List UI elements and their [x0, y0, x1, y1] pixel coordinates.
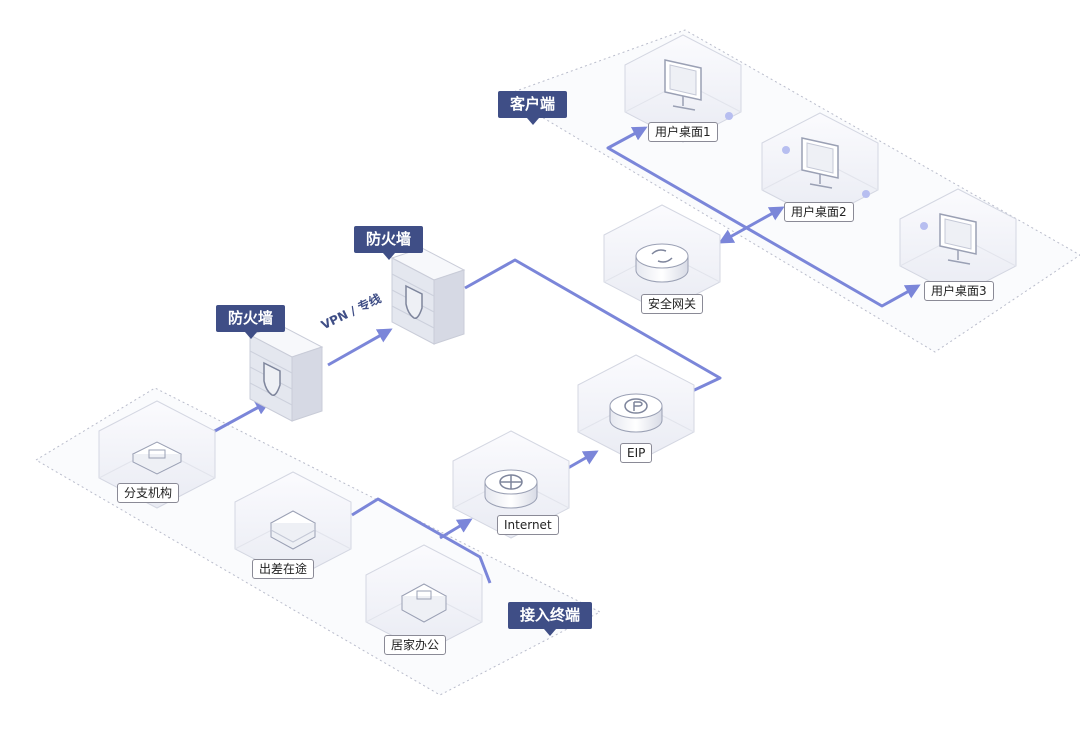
laptop-stack-icon — [269, 510, 317, 550]
internet-node — [452, 430, 570, 539]
internet-label: Internet — [497, 515, 559, 535]
desktop3-node — [899, 188, 1017, 297]
shield-icon — [263, 361, 281, 397]
ip-icon — [609, 393, 663, 433]
monitor-icon — [939, 213, 977, 265]
terminal-device-icon — [131, 441, 183, 475]
line-internet-eip — [567, 450, 599, 470]
client-zone-tag: 客户端 — [498, 91, 568, 125]
firewall-right-tag: 防火墙 — [354, 226, 424, 260]
desktop3-label: 用户桌面3 — [924, 281, 994, 301]
travel-node — [234, 471, 352, 580]
eip-node — [577, 354, 695, 463]
gateway-node — [603, 204, 721, 313]
firewall-left-tag: 防火墙 — [216, 305, 286, 339]
home-node — [365, 544, 483, 653]
branch-node — [98, 400, 216, 509]
desktop2-node — [761, 112, 879, 221]
home-device-icon — [400, 583, 448, 623]
connections — [212, 126, 921, 584]
line-branch-firewall — [212, 400, 271, 434]
branch-label: 分支机构 — [117, 483, 180, 503]
line-to-internet — [439, 518, 473, 540]
monitor-icon — [801, 137, 839, 189]
line-desktop1-desktop3 — [606, 126, 921, 308]
firewall-left — [248, 324, 324, 422]
line-travel-internet — [351, 497, 492, 584]
travel-label: 出差在途 — [252, 559, 315, 579]
shield-icon — [405, 284, 423, 320]
monitor-icon — [664, 59, 702, 111]
line-firewall-gateway — [464, 258, 722, 395]
desktop1-node — [624, 34, 742, 143]
desktop2-label: 用户桌面2 — [784, 202, 854, 222]
eip-label: EIP — [620, 443, 653, 463]
gateway-icon — [635, 243, 689, 283]
firewall-right — [390, 247, 466, 345]
globe-icon — [484, 469, 538, 509]
home-label: 居家办公 — [384, 635, 447, 655]
access-zone-tag: 接入终端 — [508, 602, 593, 636]
gateway-label: 安全网关 — [641, 294, 704, 314]
desktop1-label: 用户桌面1 — [648, 122, 718, 142]
line-vpn — [327, 328, 393, 367]
